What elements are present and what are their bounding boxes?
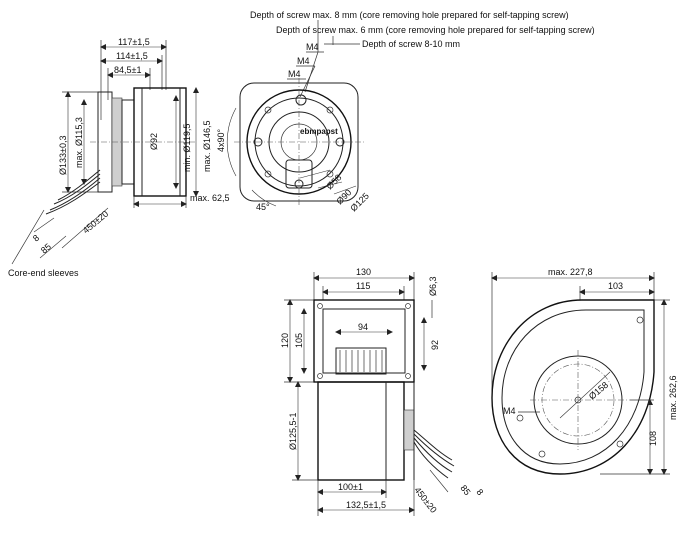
dim-100: 100±1 bbox=[338, 482, 363, 492]
dim-227-8: max. 227,8 bbox=[548, 267, 593, 277]
dim-103: 103 bbox=[608, 281, 623, 291]
label-m4-side: M4 bbox=[503, 406, 516, 416]
dim-450: 450±20 bbox=[81, 209, 110, 236]
note-screw-6: Depth of screw max. 6 mm (core removing … bbox=[276, 25, 595, 35]
dim-105: 105 bbox=[294, 333, 304, 348]
dim-133: Ø133±0,3 bbox=[58, 136, 68, 175]
dim-max-146: max. Ø146,5 bbox=[202, 120, 212, 172]
dim-6-3: Ø6,3 bbox=[428, 276, 438, 296]
label-m4-a: M4 bbox=[306, 42, 319, 52]
blower-side-view: max. 227,8 103 Ø158 M4 max. 262,6 108 bbox=[491, 267, 678, 475]
dim-92: Ø92 bbox=[149, 133, 159, 150]
dim-114: 114±1,5 bbox=[116, 51, 148, 61]
dim-158: Ø158 bbox=[587, 380, 610, 402]
blower-front-view: 130 115 Ø6,3 94 bbox=[280, 267, 485, 516]
dim-132-5: 132,5±1,5 bbox=[346, 500, 386, 510]
dim-117: 117±1,5 bbox=[118, 37, 150, 47]
dim-min-119: min. Ø119,5 bbox=[182, 124, 192, 172]
core-end-sleeves-label: Core-end sleeves bbox=[8, 268, 79, 278]
dim-84: 84,5±1 bbox=[114, 65, 141, 75]
dim-max-115: max. Ø115,3 bbox=[74, 117, 84, 168]
motor-front-view: ebmpapst 4x90° 45° Ø58 Ø90 Ø125 bbox=[216, 78, 371, 213]
note-screw-8-10: Depth of screw 8-10 mm bbox=[362, 39, 460, 49]
dim-262-6: max. 262,6 bbox=[668, 375, 678, 420]
label-m4-b: M4 bbox=[297, 56, 310, 66]
angle-4x90: 4x90° bbox=[216, 128, 226, 152]
dim-85-b: 85 bbox=[458, 483, 472, 497]
impeller-blades bbox=[339, 350, 383, 372]
dim-max-62: max. 62,5 bbox=[190, 193, 230, 203]
dim-130: 130 bbox=[356, 267, 371, 277]
dim-108: 108 bbox=[648, 431, 658, 446]
dim-450-b: 450±20 bbox=[412, 485, 438, 515]
motor-side-view: 117±1,5 114±1,5 84,5±1 min. Ø119,5 max. … bbox=[8, 37, 230, 278]
dim-125-5: Ø125,5-1 bbox=[288, 412, 298, 450]
dim-120: 120 bbox=[280, 333, 290, 348]
dim-8: 8 bbox=[31, 233, 41, 244]
dim-85: 85 bbox=[39, 241, 53, 255]
dim-92-b: 92 bbox=[430, 340, 440, 350]
dim-94: 94 bbox=[358, 322, 368, 332]
note-screw-8: Depth of screw max. 8 mm (core removing … bbox=[250, 10, 569, 20]
screw-notes: Depth of screw max. 8 mm (core removing … bbox=[250, 10, 595, 98]
dim-115-b: 115 bbox=[356, 281, 370, 291]
brand-label: ebmpapst bbox=[300, 127, 338, 136]
label-m4-c: M4 bbox=[288, 69, 301, 79]
dim-8-b: 8 bbox=[474, 487, 485, 497]
angle-45: 45° bbox=[256, 202, 270, 212]
